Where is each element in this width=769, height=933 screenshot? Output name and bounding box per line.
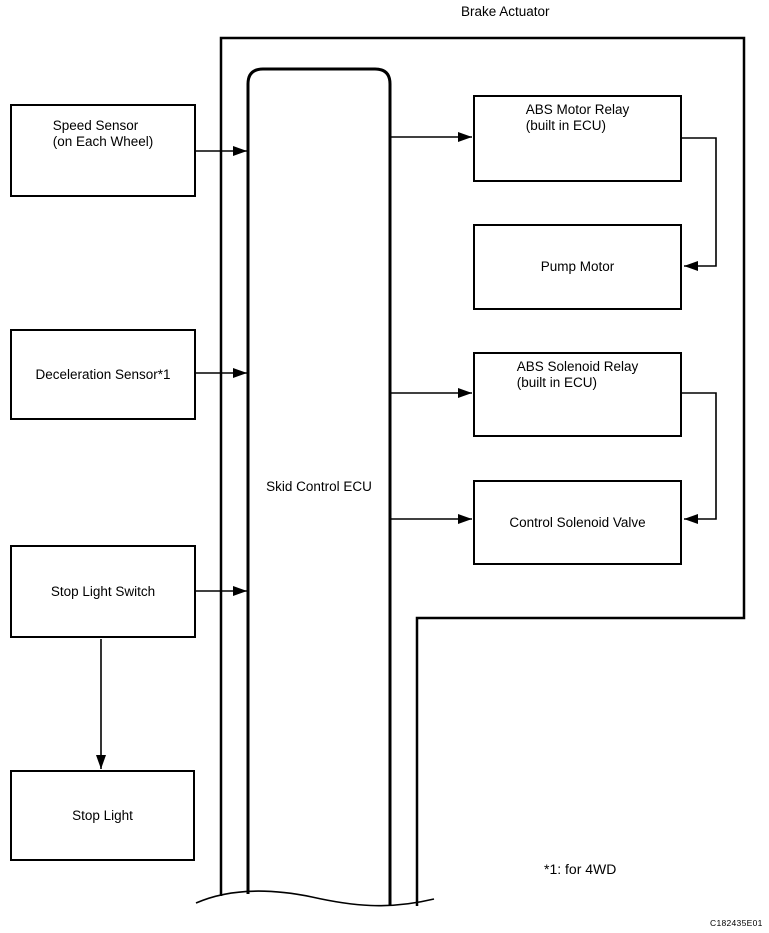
- node-abs-solenoid-relay: ABS Solenoid Relay (built in ECU): [473, 352, 682, 437]
- node-control-solenoid-valve-label: Control Solenoid Valve: [509, 514, 646, 530]
- node-abs-motor-relay-label: ABS Motor Relay (built in ECU): [525, 102, 630, 133]
- connector-abs-solenoid-relay-to-control-solenoid-valve: [682, 392, 717, 524]
- node-speed-sensor-label: Speed Sensor (on Each Wheel): [52, 118, 154, 149]
- skid-control-ecu-label: Skid Control ECU: [266, 479, 372, 494]
- node-stop-light-label: Stop Light: [72, 807, 133, 823]
- node-stop-light: Stop Light: [10, 770, 195, 861]
- node-abs-motor-relay: ABS Motor Relay (built in ECU): [473, 95, 682, 182]
- node-pump-motor-label: Pump Motor: [540, 259, 615, 274]
- node-pump-motor: Pump Motor: [473, 224, 682, 310]
- node-stop-light-switch-label: Stop Light Switch: [50, 583, 156, 599]
- node-deceleration-sensor: Deceleration Sensor*1: [10, 329, 196, 420]
- node-abs-solenoid-relay-label: ABS Solenoid Relay (built in ECU): [516, 359, 639, 390]
- brake-actuator-title: Brake Actuator: [461, 4, 550, 19]
- connector-abs-motor-relay-to-pump-motor: [682, 137, 717, 271]
- figure-code: C182435E01: [710, 918, 763, 928]
- break-wave-line: [195, 890, 435, 907]
- node-deceleration-sensor-label: Deceleration Sensor*1: [35, 366, 171, 382]
- node-speed-sensor: Speed Sensor (on Each Wheel): [10, 104, 196, 197]
- node-control-solenoid-valve: Control Solenoid Valve: [473, 480, 682, 565]
- node-stop-light-switch: Stop Light Switch: [10, 545, 196, 638]
- footnote-4wd: *1: for 4WD: [544, 861, 617, 877]
